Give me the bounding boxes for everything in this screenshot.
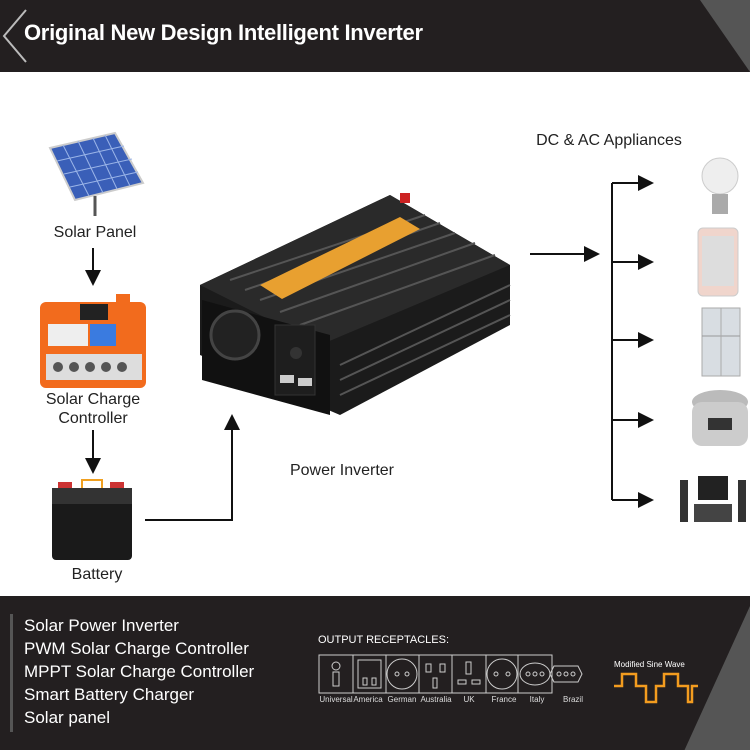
product-item: PWM Solar Charge Controller: [24, 639, 249, 658]
chevron-left-icon: [2, 9, 27, 63]
product-item: Solar panel: [24, 708, 111, 727]
wave-label: Modified Sine Wave: [614, 660, 685, 669]
product-item: Smart Battery Charger: [24, 685, 195, 704]
battery-label: Battery: [71, 566, 123, 583]
controller-label-line2: Controller: [58, 410, 128, 427]
power-inverter-image: [200, 193, 511, 415]
receptacle-label-america: America: [353, 695, 383, 704]
header-banner: Original New Design Intelligent Inverter: [0, 0, 750, 72]
light-bulb-image: [701, 157, 739, 214]
receptacle-label-italy: Italy: [529, 695, 545, 704]
refrigerator-image: [701, 307, 741, 377]
plug-socket-icons: [318, 654, 583, 694]
page-title: Original New Design Intelligent Inverter: [24, 20, 423, 45]
product-item: MPPT Solar Charge Controller: [24, 662, 255, 681]
controller-label-line1: Solar Charge: [45, 391, 141, 408]
home-theater-image: [680, 476, 746, 522]
receptacle-label-uk: UK: [463, 695, 475, 704]
product-item: Solar Power Inverter: [24, 616, 179, 635]
rice-cooker-image: [692, 390, 748, 446]
smartphone-image: [697, 227, 739, 297]
battery-image: [52, 479, 132, 560]
footer-panel: Solar Power Inverter PWM Solar Charge Co…: [0, 596, 750, 750]
appliances-label: DC & AC Appliances: [536, 132, 682, 149]
header-corner-decoration: [700, 0, 750, 72]
receptacle-label-german: German: [387, 695, 417, 704]
receptacle-label-brazil: Brazil: [562, 695, 583, 704]
footer-divider: [10, 614, 13, 732]
receptacle-label-universal: Universal: [319, 695, 353, 704]
receptacle-label-australia: Australia: [420, 695, 452, 704]
flow-arrows: [85, 175, 654, 521]
solar-panel-label: Solar Panel: [53, 224, 137, 241]
modified-sine-wave-icon: [614, 672, 698, 704]
solar-charge-controller-image: [40, 294, 146, 388]
solar-panel-image: [48, 131, 145, 216]
receptacle-label-france: France: [491, 695, 517, 704]
footer-corner-decoration: [680, 606, 750, 750]
power-inverter-label: Power Inverter: [289, 462, 395, 479]
receptacles-title: OUTPUT RECEPTACLES:: [318, 634, 450, 646]
